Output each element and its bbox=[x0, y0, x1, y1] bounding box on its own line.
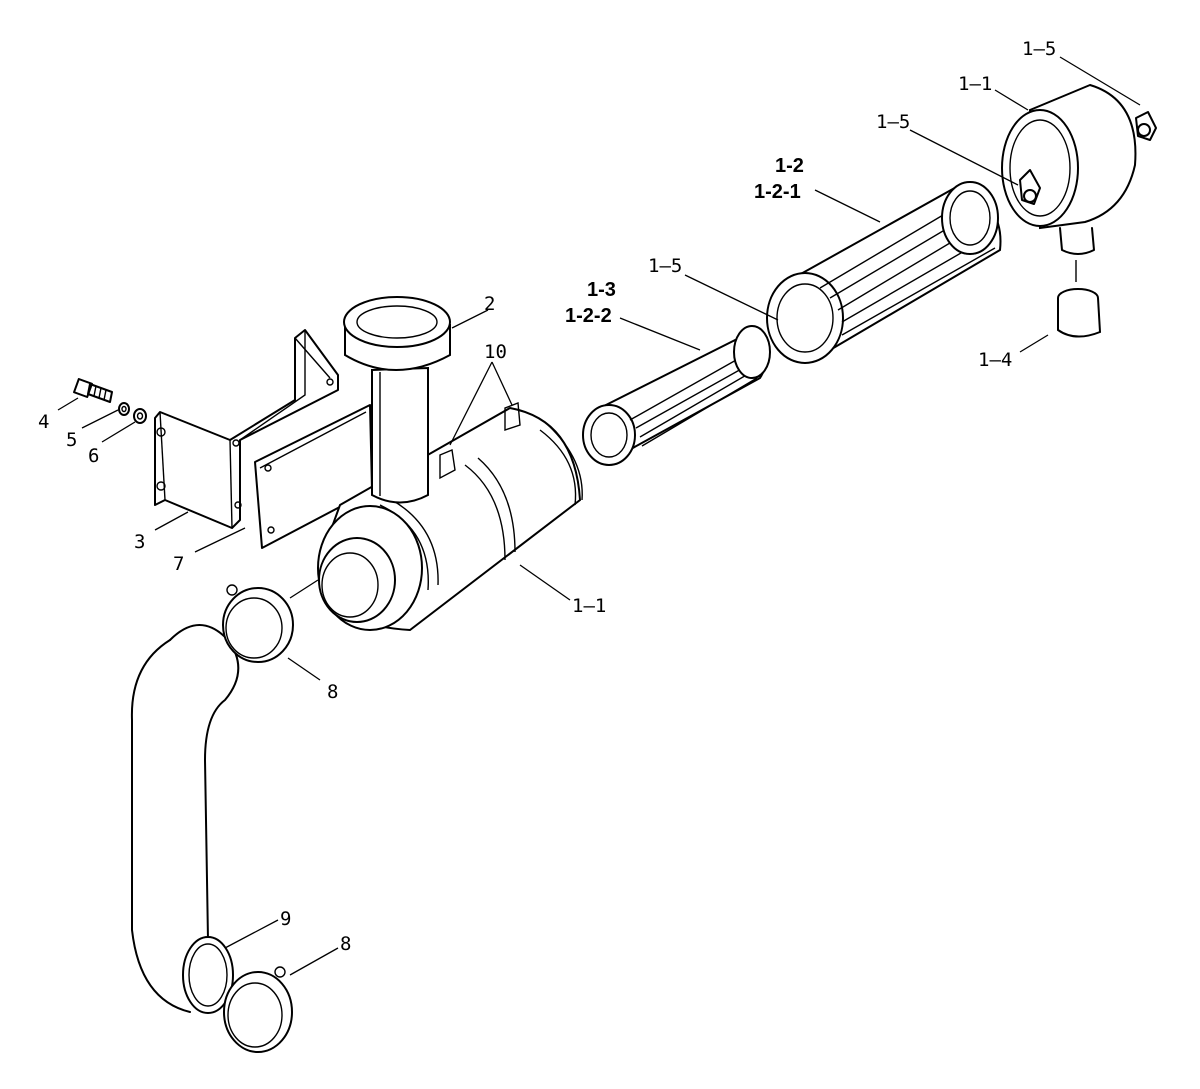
callout-8-bottom: 8 bbox=[340, 933, 351, 955]
callout-9: 9 bbox=[280, 908, 291, 930]
hose-clamp-bottom bbox=[223, 966, 293, 1053]
callout-4: 4 bbox=[38, 411, 49, 433]
pre-cleaner bbox=[343, 296, 451, 504]
callout-1-5-middle: 1–5 bbox=[648, 255, 682, 277]
hose-clamp-top bbox=[222, 584, 294, 663]
callout-7: 7 bbox=[173, 553, 184, 575]
callout-6: 6 bbox=[88, 445, 99, 467]
callout-1-4: 1–4 bbox=[978, 349, 1012, 371]
callout-5: 5 bbox=[66, 429, 77, 451]
mounting-bracket bbox=[154, 329, 339, 529]
safety-element bbox=[582, 325, 771, 466]
cleaner-cover bbox=[1001, 83, 1137, 255]
callout-1-5-top: 1–5 bbox=[1022, 38, 1056, 60]
callout-1-1-body: 1–1 bbox=[572, 595, 606, 617]
callout-1-5-cover: 1–5 bbox=[876, 111, 910, 133]
callout-1-1-cover: 1–1 bbox=[958, 73, 992, 95]
wing-nut-top bbox=[1135, 111, 1157, 141]
callout-1-3: 1-3 bbox=[587, 279, 616, 301]
wing-nut-cover bbox=[1019, 169, 1041, 205]
callout-10: 10 bbox=[484, 341, 507, 363]
callout-1-2: 1-2 bbox=[775, 155, 804, 177]
flat-washer bbox=[133, 408, 147, 424]
callout-3: 3 bbox=[134, 531, 145, 553]
bolt bbox=[73, 378, 113, 403]
intake-hose bbox=[130, 624, 240, 1014]
callout-1-2-2: 1-2-2 bbox=[565, 305, 612, 327]
lock-washer bbox=[118, 402, 130, 416]
air-cleaner-body bbox=[317, 402, 583, 632]
dust-valve bbox=[1057, 260, 1102, 338]
callout-1-2-1: 1-2-1 bbox=[754, 181, 801, 203]
callout-8-top: 8 bbox=[327, 681, 338, 703]
main-element bbox=[766, 181, 1002, 364]
leader-lines bbox=[57, 56, 1141, 976]
callout-2: 2 bbox=[484, 293, 495, 315]
